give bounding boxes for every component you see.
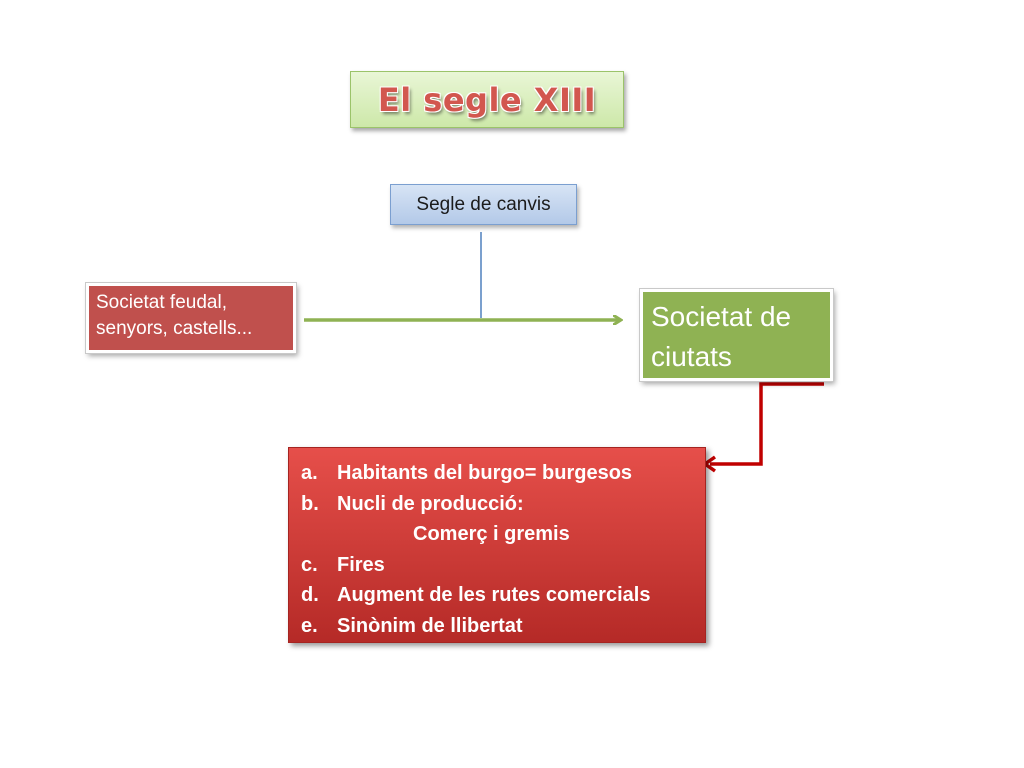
feudal-line-2: senyors, castells... (96, 318, 253, 339)
feudal-society-box: Societat feudal, senyors, castells... (85, 282, 297, 354)
list-item-text: Nucli de producció: (337, 492, 524, 515)
list-item: e. Sinònim de llibertat (301, 611, 705, 642)
list-item: d. Augment de les rutes comercials (301, 580, 705, 611)
list-subitem: Comerç i gremis (301, 519, 705, 550)
city-society-box: Societat de ciutats (639, 288, 834, 382)
list-item-text: Habitants del burgo= burgesos (337, 462, 633, 484)
title-box: El segle XIII (350, 71, 624, 128)
center-label: Segle de canvis (416, 193, 551, 215)
red-elbow-arrow (710, 382, 824, 466)
list-item-text: Augment de les rutes comercials (337, 584, 651, 606)
list-item: b. Nucli de producció: (301, 489, 705, 520)
list-item-text: Sinònim de llibertat (337, 614, 523, 637)
list-item: c. Fires (301, 550, 705, 581)
city-line-2: ciutats (651, 341, 732, 372)
list-subitem-text: Comerç i gremis (413, 523, 570, 545)
list-marker: c. (301, 553, 318, 576)
list-item-text: Fires (337, 553, 385, 576)
feudal-line-1: Societat feudal, (96, 292, 227, 313)
list-marker: a. (301, 462, 318, 484)
list-marker: e. (301, 614, 318, 637)
city-line-1: Societat de (651, 301, 792, 332)
center-label-box: Segle de canvis (390, 184, 577, 225)
page-title: El segle XIII (377, 80, 597, 119)
list-item: a. Habitants del burgo= burgesos (301, 458, 705, 489)
characteristics-list: a. Habitants del burgo= burgesos b. Nucli … (288, 447, 706, 643)
list-marker: d. (301, 584, 319, 606)
list-marker: b. (301, 492, 319, 515)
